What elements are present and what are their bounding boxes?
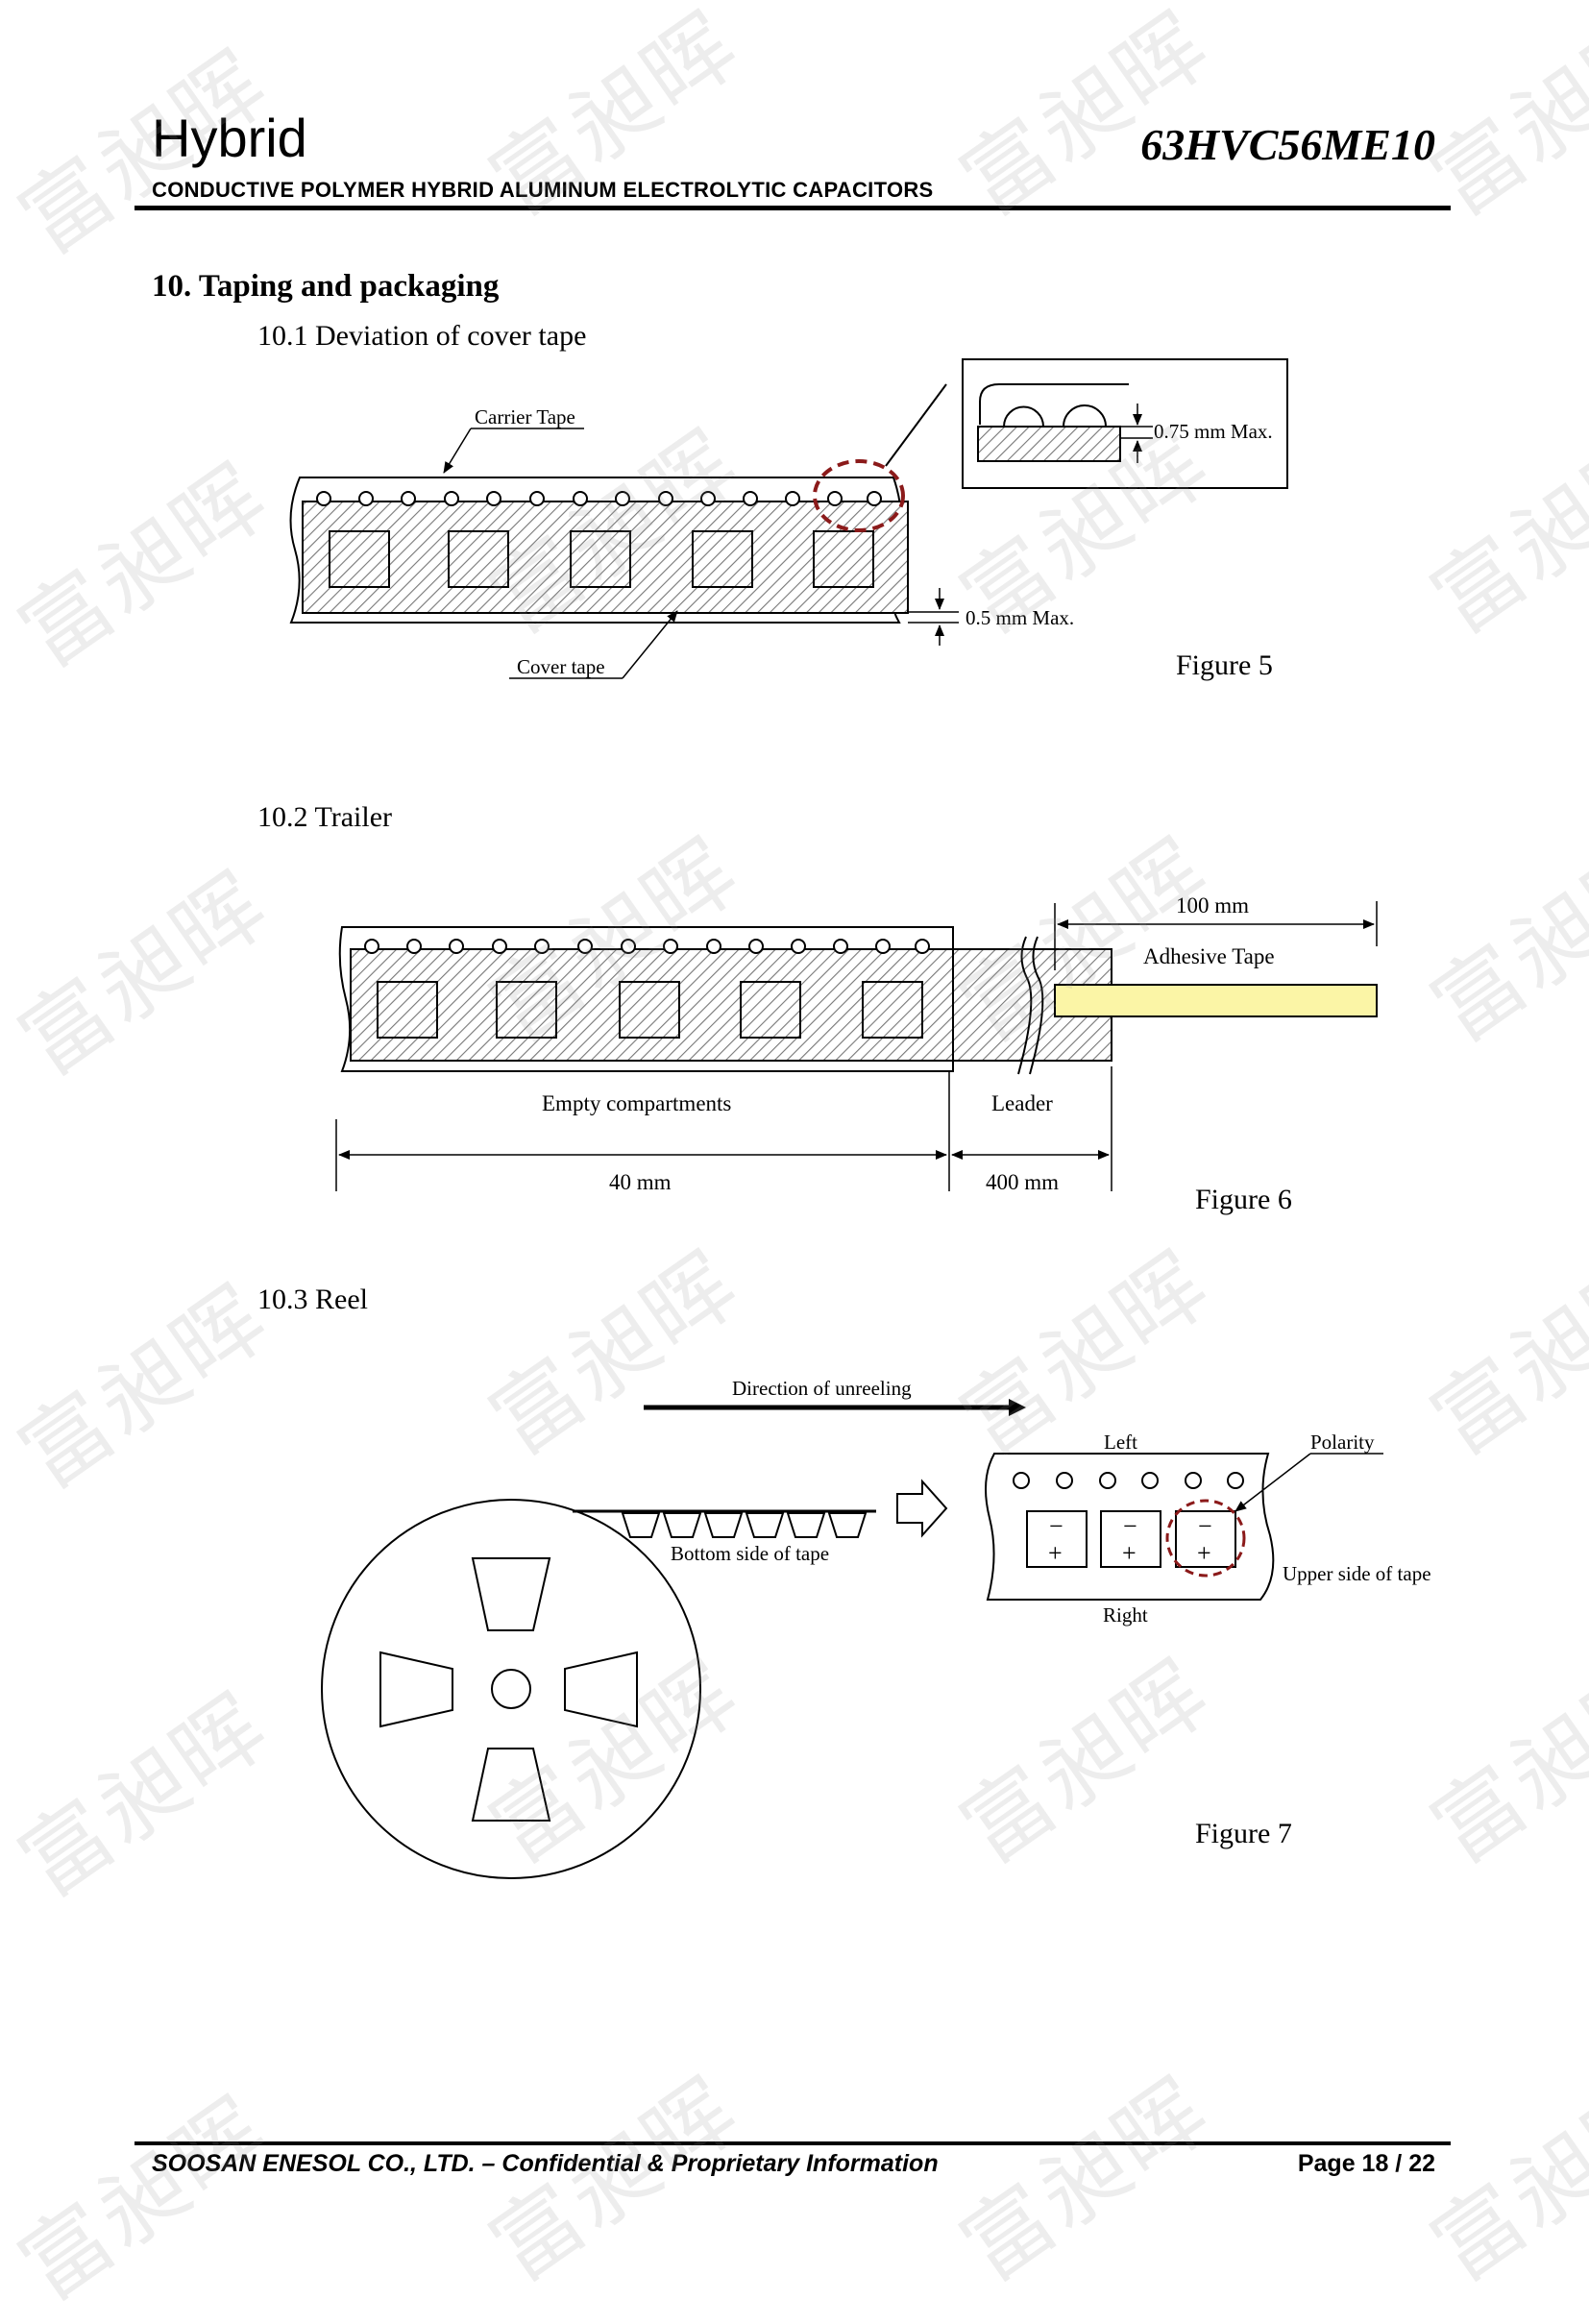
figure-6: Adhesive Tape 100 mm Empty compartments … [335,893,1378,1194]
figure-7-label: Figure 7 [1195,1818,1292,1849]
trailer-cover-band [350,948,1112,1062]
reel-window-right [564,1651,638,1728]
minus-sign-3: − [1198,1512,1212,1540]
dim-100-text: 100 mm [1176,893,1249,917]
reel-hub [491,1669,531,1709]
detail-max-text: 0.75 mm Max. [1154,420,1273,443]
subsection-reel: 10.3 Reel [257,1284,368,1315]
plus-sign-1: + [1048,1539,1063,1567]
model-number: 63HVC56ME10 [1140,120,1435,169]
hollow-arrow [896,1479,948,1538]
polarity-label: Polarity [1310,1431,1375,1454]
detail-cover-tape [977,426,1121,462]
compartments [329,530,874,588]
subsection-trailer: 10.2 Trailer [257,801,393,833]
trailer-sprocket-holes [364,939,930,954]
polarity-highlight [1165,1499,1246,1578]
carrier-tape-label: Carrier Tape [475,405,575,428]
figure-6-label: Figure 6 [1195,1184,1292,1215]
reel-window-left [379,1651,453,1728]
footer-page-number: Page 18 / 22 [1297,2150,1435,2177]
subsection-cover-tape: 10.1 Deviation of cover tape [257,320,587,352]
leader-label: Leader [991,1091,1053,1115]
header-rule [134,206,1451,210]
right-label: Right [1103,1603,1148,1627]
adhesive-tape-label: Adhesive Tape [1143,944,1275,968]
upper-side-label: Upper side of tape [1283,1562,1431,1585]
figure-5-label: Figure 5 [1176,649,1273,681]
footer-company: SOOSAN ENESOL CO., LTD. – Confidential &… [152,2150,939,2177]
brand-title: Hybrid [152,108,307,168]
adhesive-tape-strip [1054,984,1378,1017]
section-title: 10. Taping and packaging [152,269,500,304]
plus-sign-3: + [1197,1539,1211,1567]
trailer-compartments [377,981,923,1039]
bottom-side-label: Bottom side of tape [671,1542,829,1565]
sprocket-holes [316,491,882,506]
product-subtitle: CONDUCTIVE POLYMER HYBRID ALUMINUM ELECT… [152,178,934,202]
plus-sign-2: + [1122,1539,1137,1567]
dim-400-text: 400 mm [986,1170,1059,1194]
dim-40-text: 40 mm [609,1170,672,1194]
minus-sign-1: − [1049,1512,1063,1540]
cover-max-text: 0.5 mm Max. [966,606,1074,629]
cover-tape-band [302,501,909,614]
tape-pockets [621,1512,868,1538]
reel-window-top [471,1557,551,1631]
figure-5: 0.75 mm Max. 0.5 mm Max. Carrier Tape Co… [289,358,1288,679]
cover-tape-label: Cover tape [517,655,605,678]
upper-tape-holes [1013,1472,1244,1489]
reel-window-bottom [471,1748,551,1822]
minus-sign-2: − [1123,1512,1137,1540]
figure-7: Direction of unreeling Bottom side of ta… [321,1377,1431,1879]
footer-rule [134,2141,1451,2145]
left-label: Left [1104,1431,1137,1454]
direction-label: Direction of unreeling [732,1377,912,1400]
figures-drawing: 0.75 mm Max. 0.5 mm Max. Carrier Tape Co… [289,358,1431,1879]
component-2 [1100,1510,1161,1568]
empty-compartments-label: Empty compartments [542,1091,731,1115]
highlight-circle [813,459,905,532]
detail-leader-line [885,383,947,467]
component-1 [1026,1510,1088,1568]
component-3 [1175,1510,1236,1568]
